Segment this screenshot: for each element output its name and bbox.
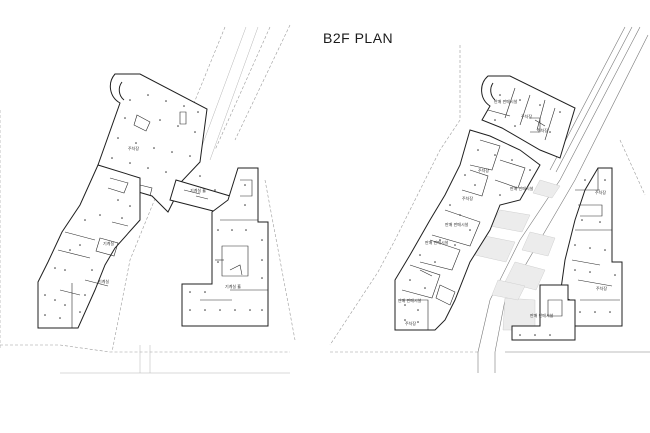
- right-ramp-curve: [490, 82, 496, 101]
- left-interior-walls: [57, 111, 268, 328]
- left-room-label: 기계실 홀: [225, 283, 241, 289]
- right-room-label: 주차장: [596, 285, 607, 291]
- right-room-label: 판매 판매시설: [445, 221, 469, 227]
- left-road-lines: [60, 26, 290, 374]
- right-floor-plan: 판매 판매시설 주차장 주차장 주차장 주차장 판매 판매시설 판매 판매시설 …: [329, 26, 650, 373]
- right-upper-block: [481, 75, 576, 159]
- right-room-label: 판매 판매시설: [425, 239, 449, 245]
- left-room-label: 기계실: [103, 240, 114, 246]
- left-right-block: [181, 167, 269, 327]
- right-site-boundary: [329, 45, 646, 353]
- left-room-label: 기계실 홀: [190, 187, 206, 193]
- right-room-label: 판매 판매시설: [530, 312, 554, 318]
- right-room-label: 판매 판매시설: [494, 98, 518, 104]
- right-room-label: 주차장: [462, 195, 473, 201]
- left-column-grid: [44, 94, 263, 319]
- right-room-label: 주차장: [405, 320, 416, 326]
- right-plaza: [474, 179, 561, 331]
- right-room-label: 주차장: [521, 113, 532, 119]
- right-room-label: 판매 판매시설: [510, 185, 534, 191]
- left-site-boundary: [0, 24, 296, 353]
- left-floor-plan: 주차장 기계실 기계실 홀 기계실 기계실 홀: [0, 24, 296, 374]
- left-room-label: 기계실: [98, 278, 109, 284]
- right-room-label: 주차장: [478, 167, 489, 173]
- right-plan-title: B2F PLAN: [323, 30, 394, 46]
- left-ramp-curve: [118, 81, 125, 101]
- right-room-label: 주차장: [595, 189, 606, 195]
- right-interior-walls: [400, 87, 620, 330]
- right-column-grid: [404, 94, 616, 336]
- right-room-label: 판매 판매시설: [398, 297, 422, 303]
- right-lower-left-block: [394, 129, 541, 331]
- right-room-label: 주차장: [537, 127, 548, 133]
- right-bottom-box: [511, 284, 576, 341]
- left-lower-block: [37, 164, 141, 329]
- left-room-label: 주차장: [128, 145, 139, 151]
